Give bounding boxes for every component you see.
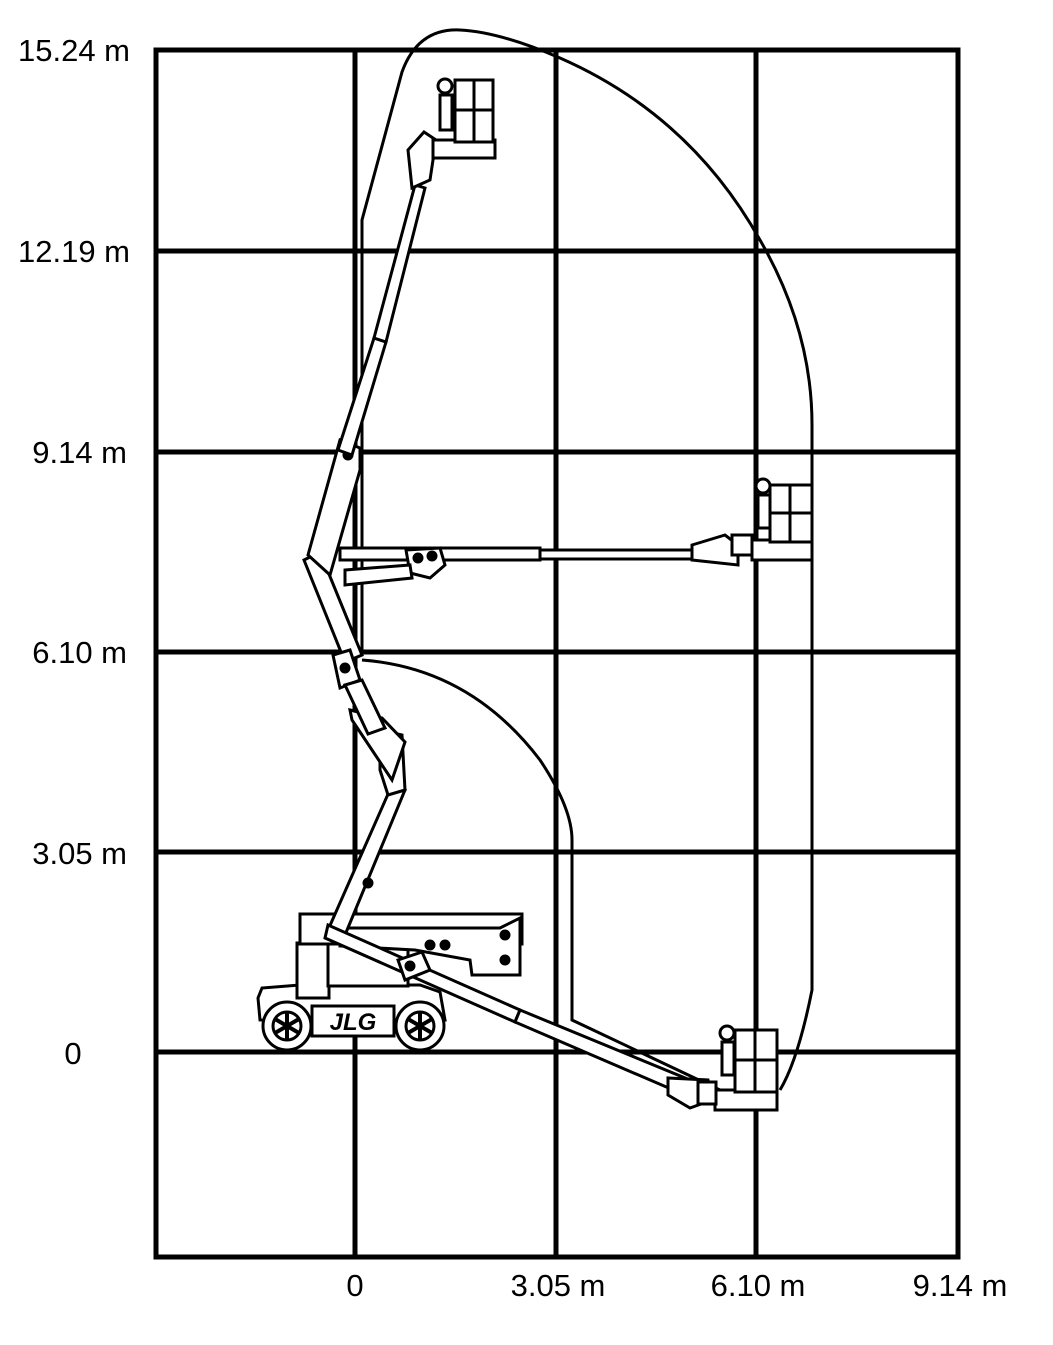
- pivot-pin: [424, 939, 436, 951]
- upper-boom-horizontal: [338, 533, 740, 587]
- pivot-pin: [412, 552, 424, 564]
- grid: [153, 47, 961, 1260]
- y-tick-label: 9.14 m: [32, 435, 127, 470]
- y-tick-label: 3.05 m: [32, 836, 127, 871]
- y-axis-labels: 15.24 m 12.19 m 9.14 m 6.10 m 3.05 m 0: [18, 33, 130, 1071]
- lower-boom: [325, 707, 407, 937]
- pivot-pin: [339, 662, 351, 674]
- pivot-pin: [439, 939, 451, 951]
- y-tick-label: 12.19 m: [18, 234, 130, 269]
- battery-box: [295, 941, 331, 1000]
- x-tick-label: 0: [346, 1268, 363, 1303]
- platform-mid: [730, 477, 814, 562]
- upper-boom-raised: [336, 130, 438, 457]
- y-tick-label: 15.24 m: [18, 33, 130, 68]
- operator-head: [436, 77, 454, 95]
- operator-head: [718, 1024, 736, 1042]
- front-wheel-spokes: [406, 1012, 434, 1040]
- pivot-pin: [404, 960, 416, 972]
- outer-envelope-curve: [360, 28, 814, 1091]
- jlg-logo: JLG: [330, 1009, 377, 1036]
- pivot-pin: [362, 877, 374, 889]
- x-tick-label: 6.10 m: [711, 1268, 806, 1303]
- y-tick-label: 6.10 m: [32, 635, 127, 670]
- inner-envelope-curve: [361, 658, 721, 1092]
- operator-head: [754, 477, 772, 495]
- pivot-pin: [499, 954, 511, 966]
- platform-low: [696, 1024, 779, 1112]
- x-tick-label: 3.05 m: [511, 1268, 606, 1303]
- x-axis-labels: 0 3.05 m 6.10 m 9.14 m: [346, 1268, 1007, 1303]
- pivot-pin: [426, 550, 438, 562]
- platform-top: [431, 77, 497, 160]
- pivot-pin: [499, 929, 511, 941]
- middle-boom: [302, 549, 388, 736]
- y-tick-label: 0: [64, 1036, 81, 1071]
- x-tick-label: 9.14 m: [913, 1268, 1008, 1303]
- rear-wheel-spokes: [273, 1012, 301, 1040]
